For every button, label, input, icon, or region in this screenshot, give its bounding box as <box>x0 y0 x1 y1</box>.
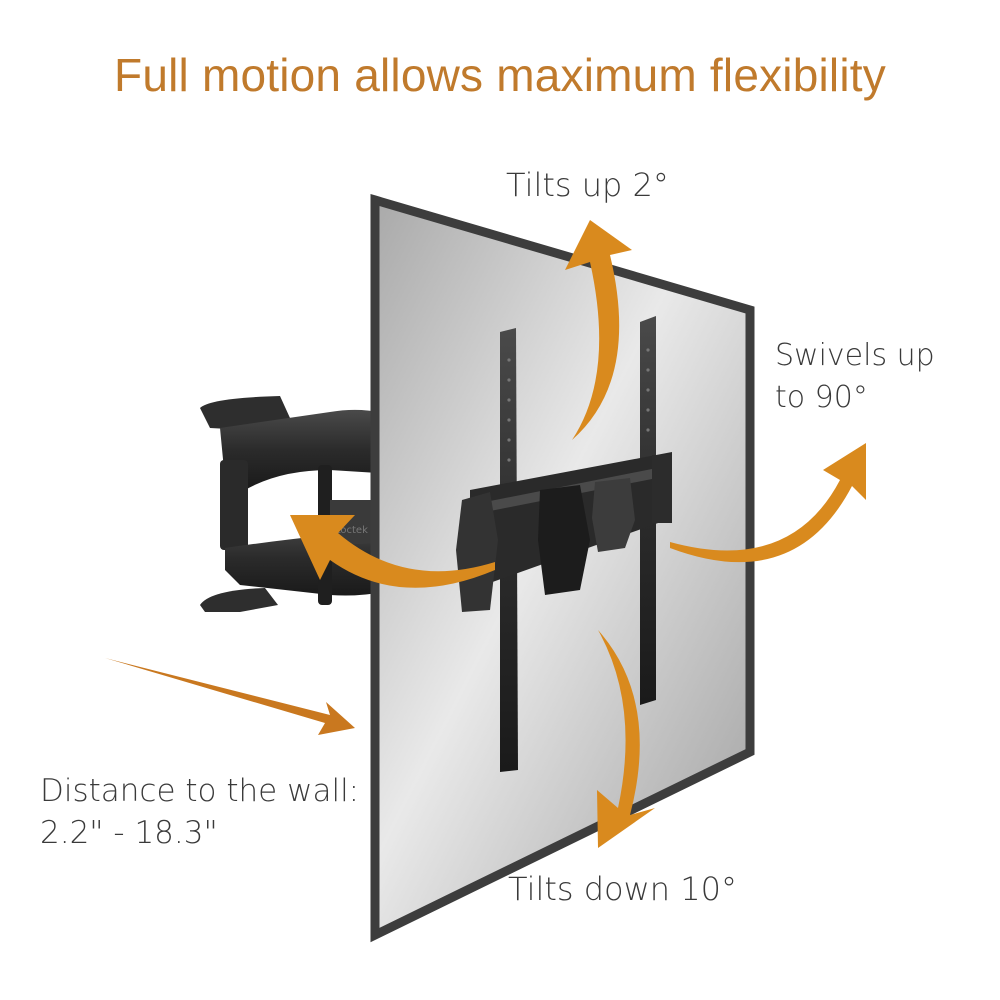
distance-arrow-icon <box>105 658 355 735</box>
swivel-label: Swivels up to 90° <box>775 335 935 419</box>
tilt-down-label: Tilts down 10° <box>508 870 737 908</box>
swivel-left-arrow-icon <box>290 515 495 588</box>
swivel-right-arrow-icon <box>670 443 866 563</box>
tv-mount-bracket <box>456 316 672 772</box>
tilt-up-label: Tilts up 2° <box>506 166 669 204</box>
distance-label-line2: 2.2" - 18.3" <box>40 815 218 851</box>
distance-label: Distance to the wall: 2.2" - 18.3" <box>40 770 359 854</box>
distance-label-line1: Distance to the wall: <box>40 773 360 809</box>
tilt-up-arrow-icon <box>565 220 632 440</box>
page-title: Full motion allows maximum flexibility <box>114 49 886 101</box>
swivel-label-line2: to 90° <box>775 380 868 415</box>
svg-text:Loctek: Loctek <box>335 525 368 536</box>
swivel-label-line1: Swivels up <box>775 338 935 373</box>
tilt-down-arrow-icon <box>597 630 655 848</box>
